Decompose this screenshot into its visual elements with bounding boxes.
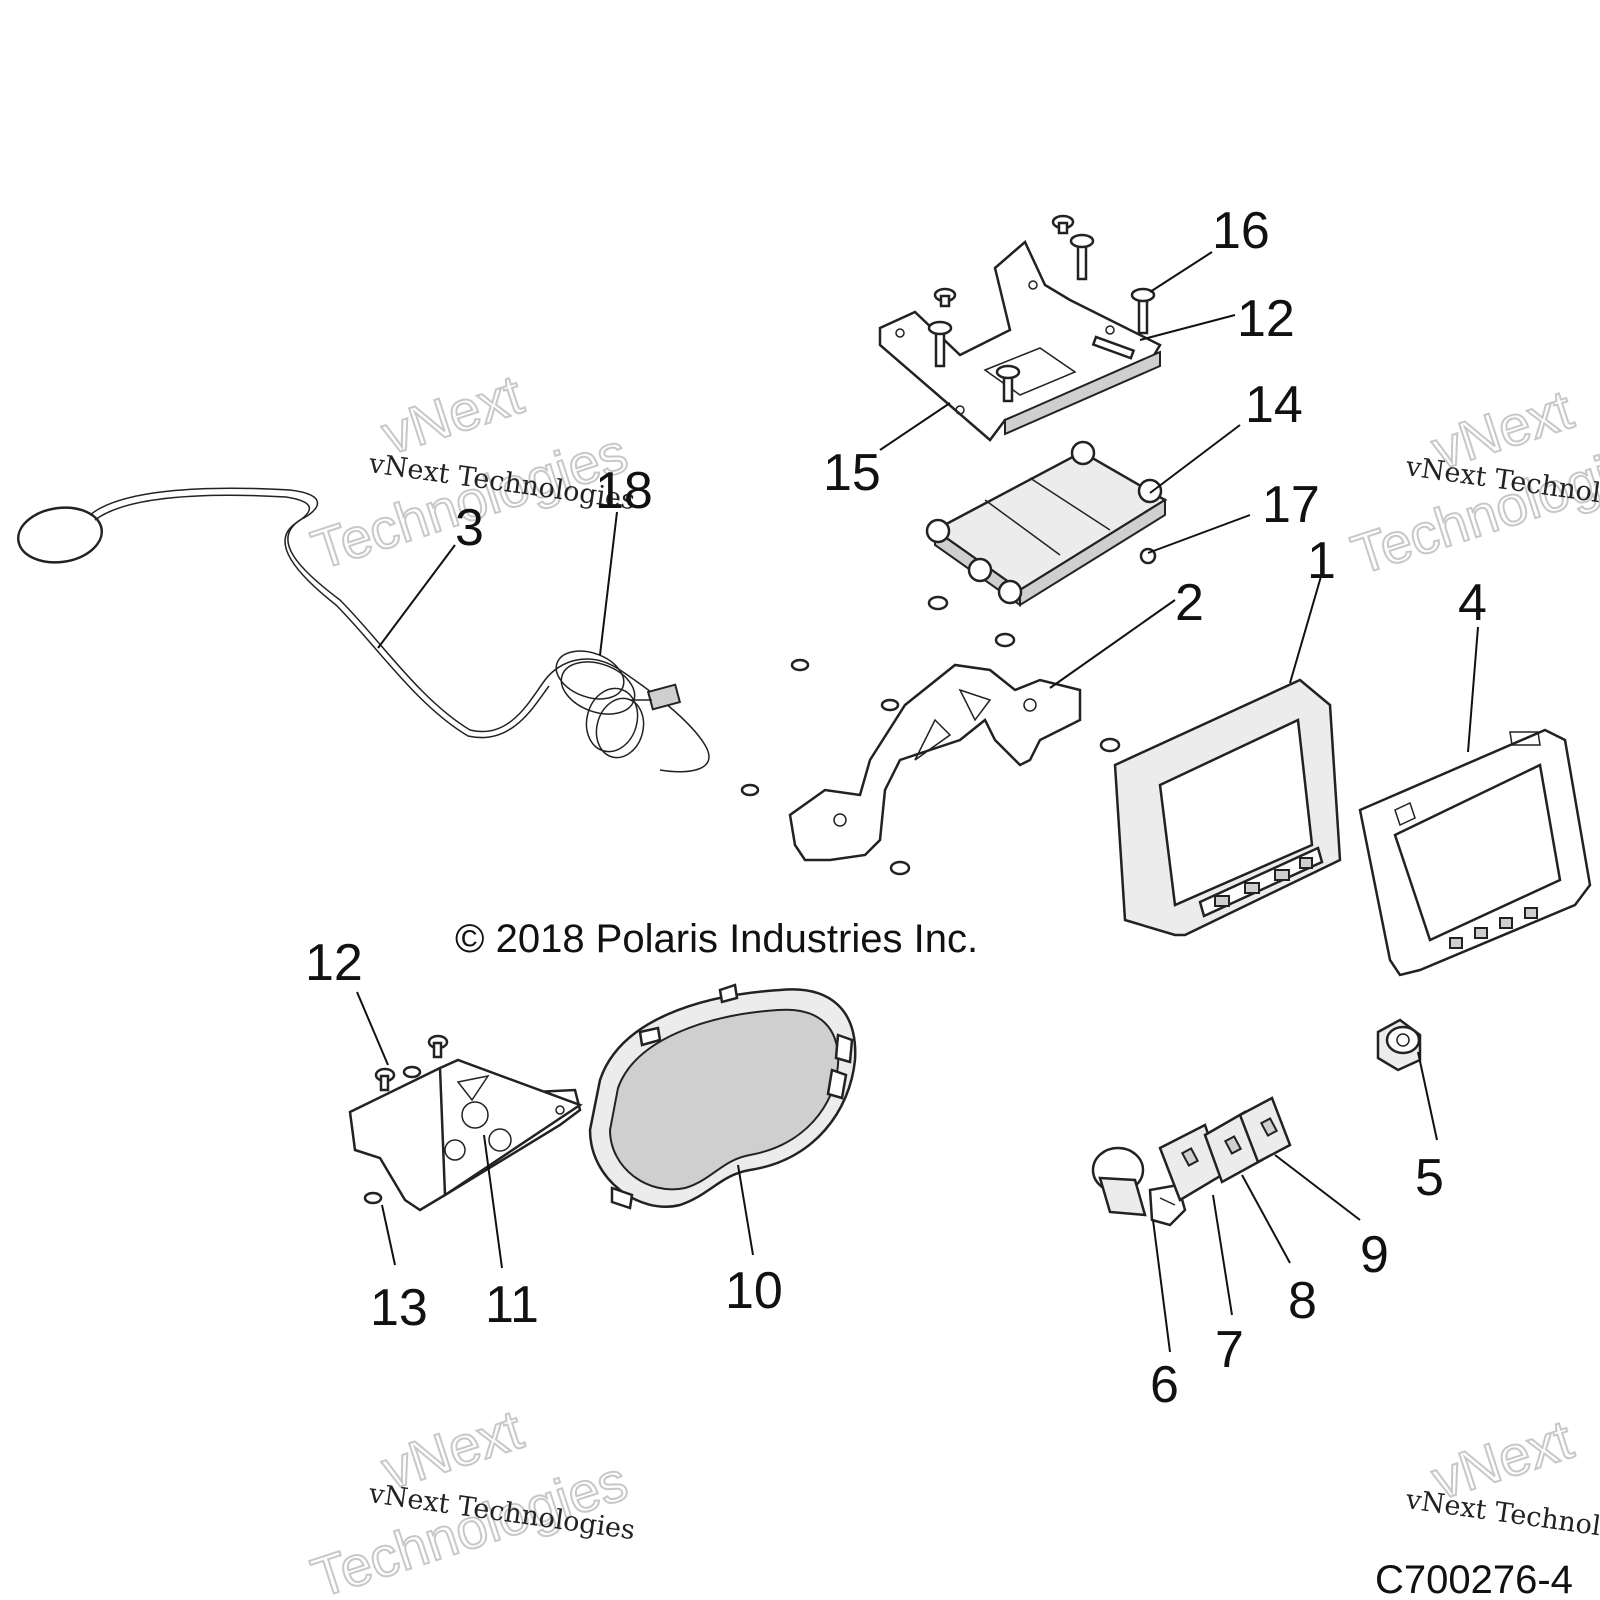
callout-9: 9 — [1360, 1226, 1389, 1284]
callouts: 1 2 3 4 5 6 7 8 9 10 11 12 12 13 14 15 1… — [305, 202, 1487, 1414]
leader-line-11 — [483, 1134, 503, 1269]
wiring-harness-part — [555, 650, 682, 759]
callout-2: 2 — [1175, 574, 1204, 632]
ignition-switch-part — [1091, 1146, 1187, 1227]
rocker-switches-part — [1158, 1096, 1292, 1202]
leader-line-16 — [1149, 251, 1213, 293]
bolts-part — [927, 214, 1156, 403]
copyright-notice: © 2018 Polaris Industries Inc. — [455, 917, 978, 961]
callout-6: 6 — [1150, 1356, 1179, 1414]
callout-18: 18 — [595, 462, 653, 520]
leader-line-4 — [1467, 626, 1479, 753]
callout-1: 1 — [1307, 532, 1336, 590]
callout-12-lower: 12 — [305, 934, 363, 992]
leader-line-15 — [879, 402, 951, 451]
loose-fasteners-part — [740, 595, 1121, 876]
leader-line-8 — [1241, 1174, 1291, 1264]
watermark-big-word: vNext — [374, 362, 530, 466]
callout-3: 3 — [455, 499, 484, 557]
callout-12-upper: 12 — [1237, 290, 1295, 348]
leader-line-10 — [737, 1164, 754, 1256]
callout-14: 14 — [1245, 376, 1303, 434]
leader-line-9 — [1274, 1154, 1361, 1221]
leader-line-14 — [1149, 424, 1241, 494]
leader-line-6 — [1152, 1219, 1171, 1353]
watermark-bottom-left: vNext Technologies vNext Technologies — [303, 1396, 637, 1600]
control-module-part — [925, 440, 1168, 607]
gauge-bracket-part — [348, 1058, 583, 1212]
callout-10: 10 — [725, 1262, 783, 1320]
watermark-text: vNext Technologies — [1403, 1484, 1600, 1552]
callout-4: 4 — [1458, 574, 1487, 632]
leader-line-12b — [356, 991, 389, 1066]
callout-15: 15 — [823, 444, 881, 502]
gauge-screws-part — [363, 1034, 449, 1205]
callout-16: 16 — [1212, 202, 1270, 260]
antenna-part — [16, 487, 710, 773]
leader-line-5 — [1417, 1051, 1438, 1141]
leader-line-17 — [1147, 514, 1251, 554]
leader-line-13 — [381, 1204, 396, 1266]
callout-17: 17 — [1262, 476, 1320, 534]
upper-mounting-bracket-part — [878, 239, 1162, 442]
diagram-code: C700276-4 — [1375, 1558, 1573, 1600]
display-bezel-part — [1358, 728, 1592, 977]
callout-13: 13 — [370, 1279, 428, 1337]
display-unit-part — [1113, 678, 1342, 937]
leader-line-12a — [1139, 314, 1236, 341]
leader-line-1 — [1289, 572, 1323, 684]
callout-8: 8 — [1288, 1272, 1317, 1330]
callout-11: 11 — [485, 1276, 539, 1334]
leader-line-3 — [377, 544, 456, 649]
power-outlet-part — [1376, 1018, 1422, 1072]
leader-line-7 — [1212, 1194, 1233, 1316]
leader-line-2 — [1049, 599, 1176, 689]
leader-lines — [356, 251, 1479, 1353]
leader-line-18 — [599, 511, 618, 656]
watermark-top-right: vNext Technologies vNext Technologies — [1343, 376, 1600, 587]
gauge-cluster-part — [588, 983, 857, 1210]
callout-5: 5 — [1415, 1149, 1444, 1207]
watermark-bottom-right: vNext vNext Technologies — [1403, 1406, 1600, 1552]
callout-7: 7 — [1215, 1321, 1244, 1379]
display-mount-bracket-part — [788, 663, 1082, 862]
